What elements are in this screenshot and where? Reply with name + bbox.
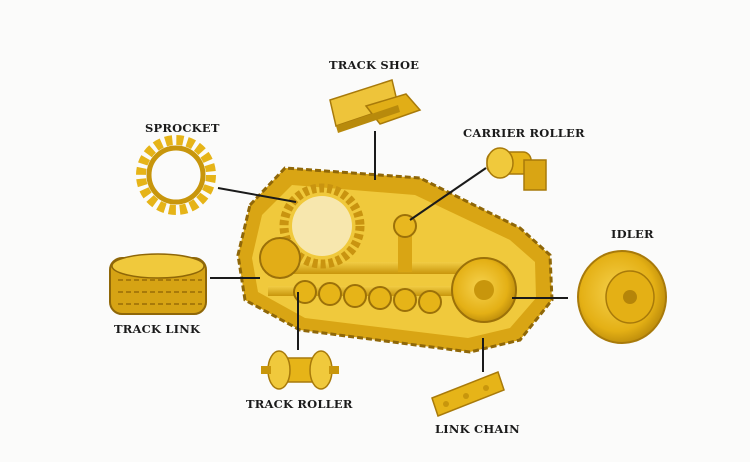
carrier-roller-part: [486, 147, 547, 191]
label-track-shoe: TRACK SHOE: [329, 58, 420, 72]
idler-part: [577, 250, 667, 344]
leader-lines: [210, 131, 568, 372]
frame-beam-top: [268, 262, 508, 274]
undercarriage-assembly: [236, 166, 554, 354]
label-track-link: TRACK LINK: [114, 322, 201, 336]
link-chain-part: [431, 371, 505, 417]
assembly-sprocket: [279, 183, 365, 269]
assembly-bottom-rollers: [293, 280, 442, 314]
assembly-rear-wheel: [259, 237, 301, 279]
track-link-part: [109, 253, 207, 315]
sprocket-part: [136, 135, 216, 215]
label-idler: IDLER: [611, 227, 654, 241]
track-shoe-part: [329, 79, 422, 133]
leader-sprocket: [217, 187, 297, 203]
label-carrier-roller: CARRIER ROLLER: [463, 126, 585, 140]
label-track-roller: TRACK ROLLER: [246, 397, 353, 411]
track-roller-part: [261, 350, 339, 390]
leader-carrier-roller: [409, 167, 487, 221]
label-sprocket: SPROCKET: [145, 121, 220, 135]
label-link-chain: LINK CHAIN: [435, 422, 520, 436]
